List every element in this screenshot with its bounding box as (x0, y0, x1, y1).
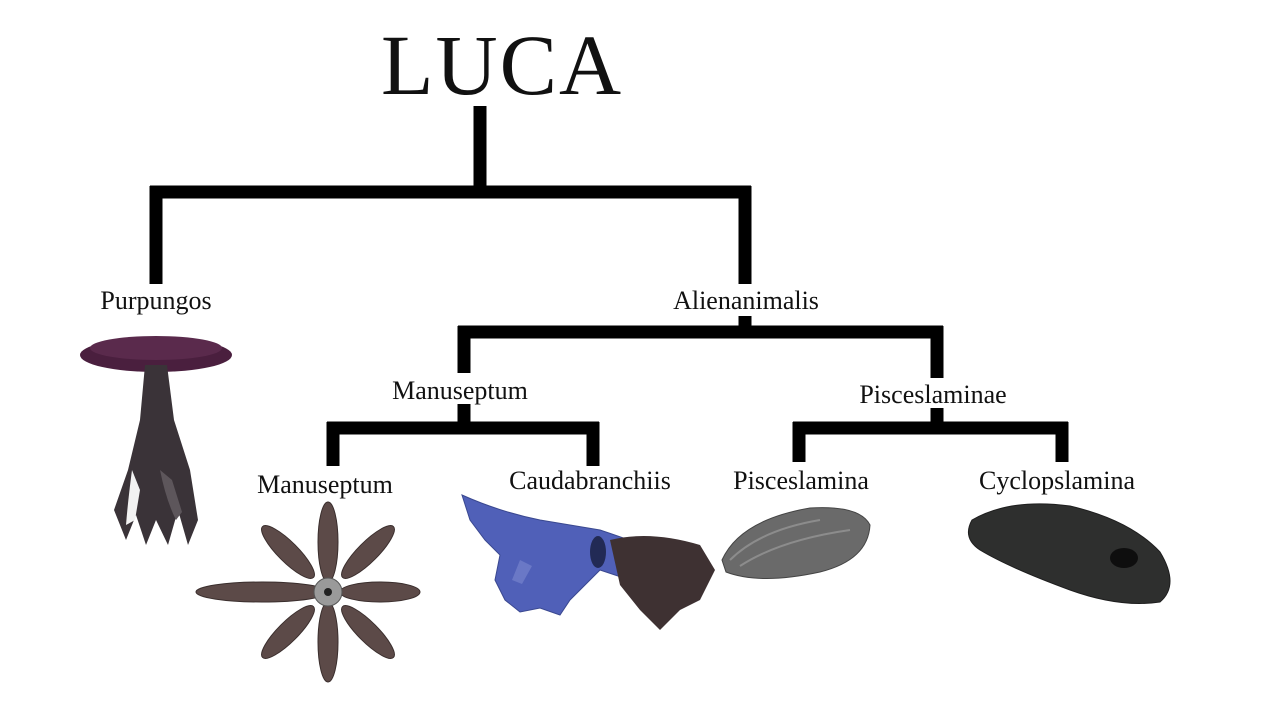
species-label-cyclopslamina: Cyclopslamina (979, 466, 1135, 495)
tree-branches (149, 106, 1069, 466)
species-label-caudabranchiis: Caudabranchiis (509, 466, 671, 495)
species-label-manuseptum: Manuseptum (257, 470, 393, 499)
clade-label-manuseptum-group: Manuseptum (392, 376, 528, 405)
clade-label-alienanimalis: Alienanimalis (673, 286, 819, 315)
root-label: LUCA (380, 17, 624, 113)
cyclopslamina-illustration (967, 503, 1171, 604)
clade-label-pisceslaminae: Pisceslaminae (859, 380, 1007, 409)
clade-label-purpungos: Purpungos (100, 286, 212, 315)
caudabranchiis-illustration (461, 494, 715, 630)
manuseptum-illustration (195, 501, 421, 683)
species-label-pisceslamina: Pisceslamina (733, 466, 869, 495)
pisceslamina-illustration (721, 507, 871, 579)
purpungos-illustration (80, 336, 232, 545)
